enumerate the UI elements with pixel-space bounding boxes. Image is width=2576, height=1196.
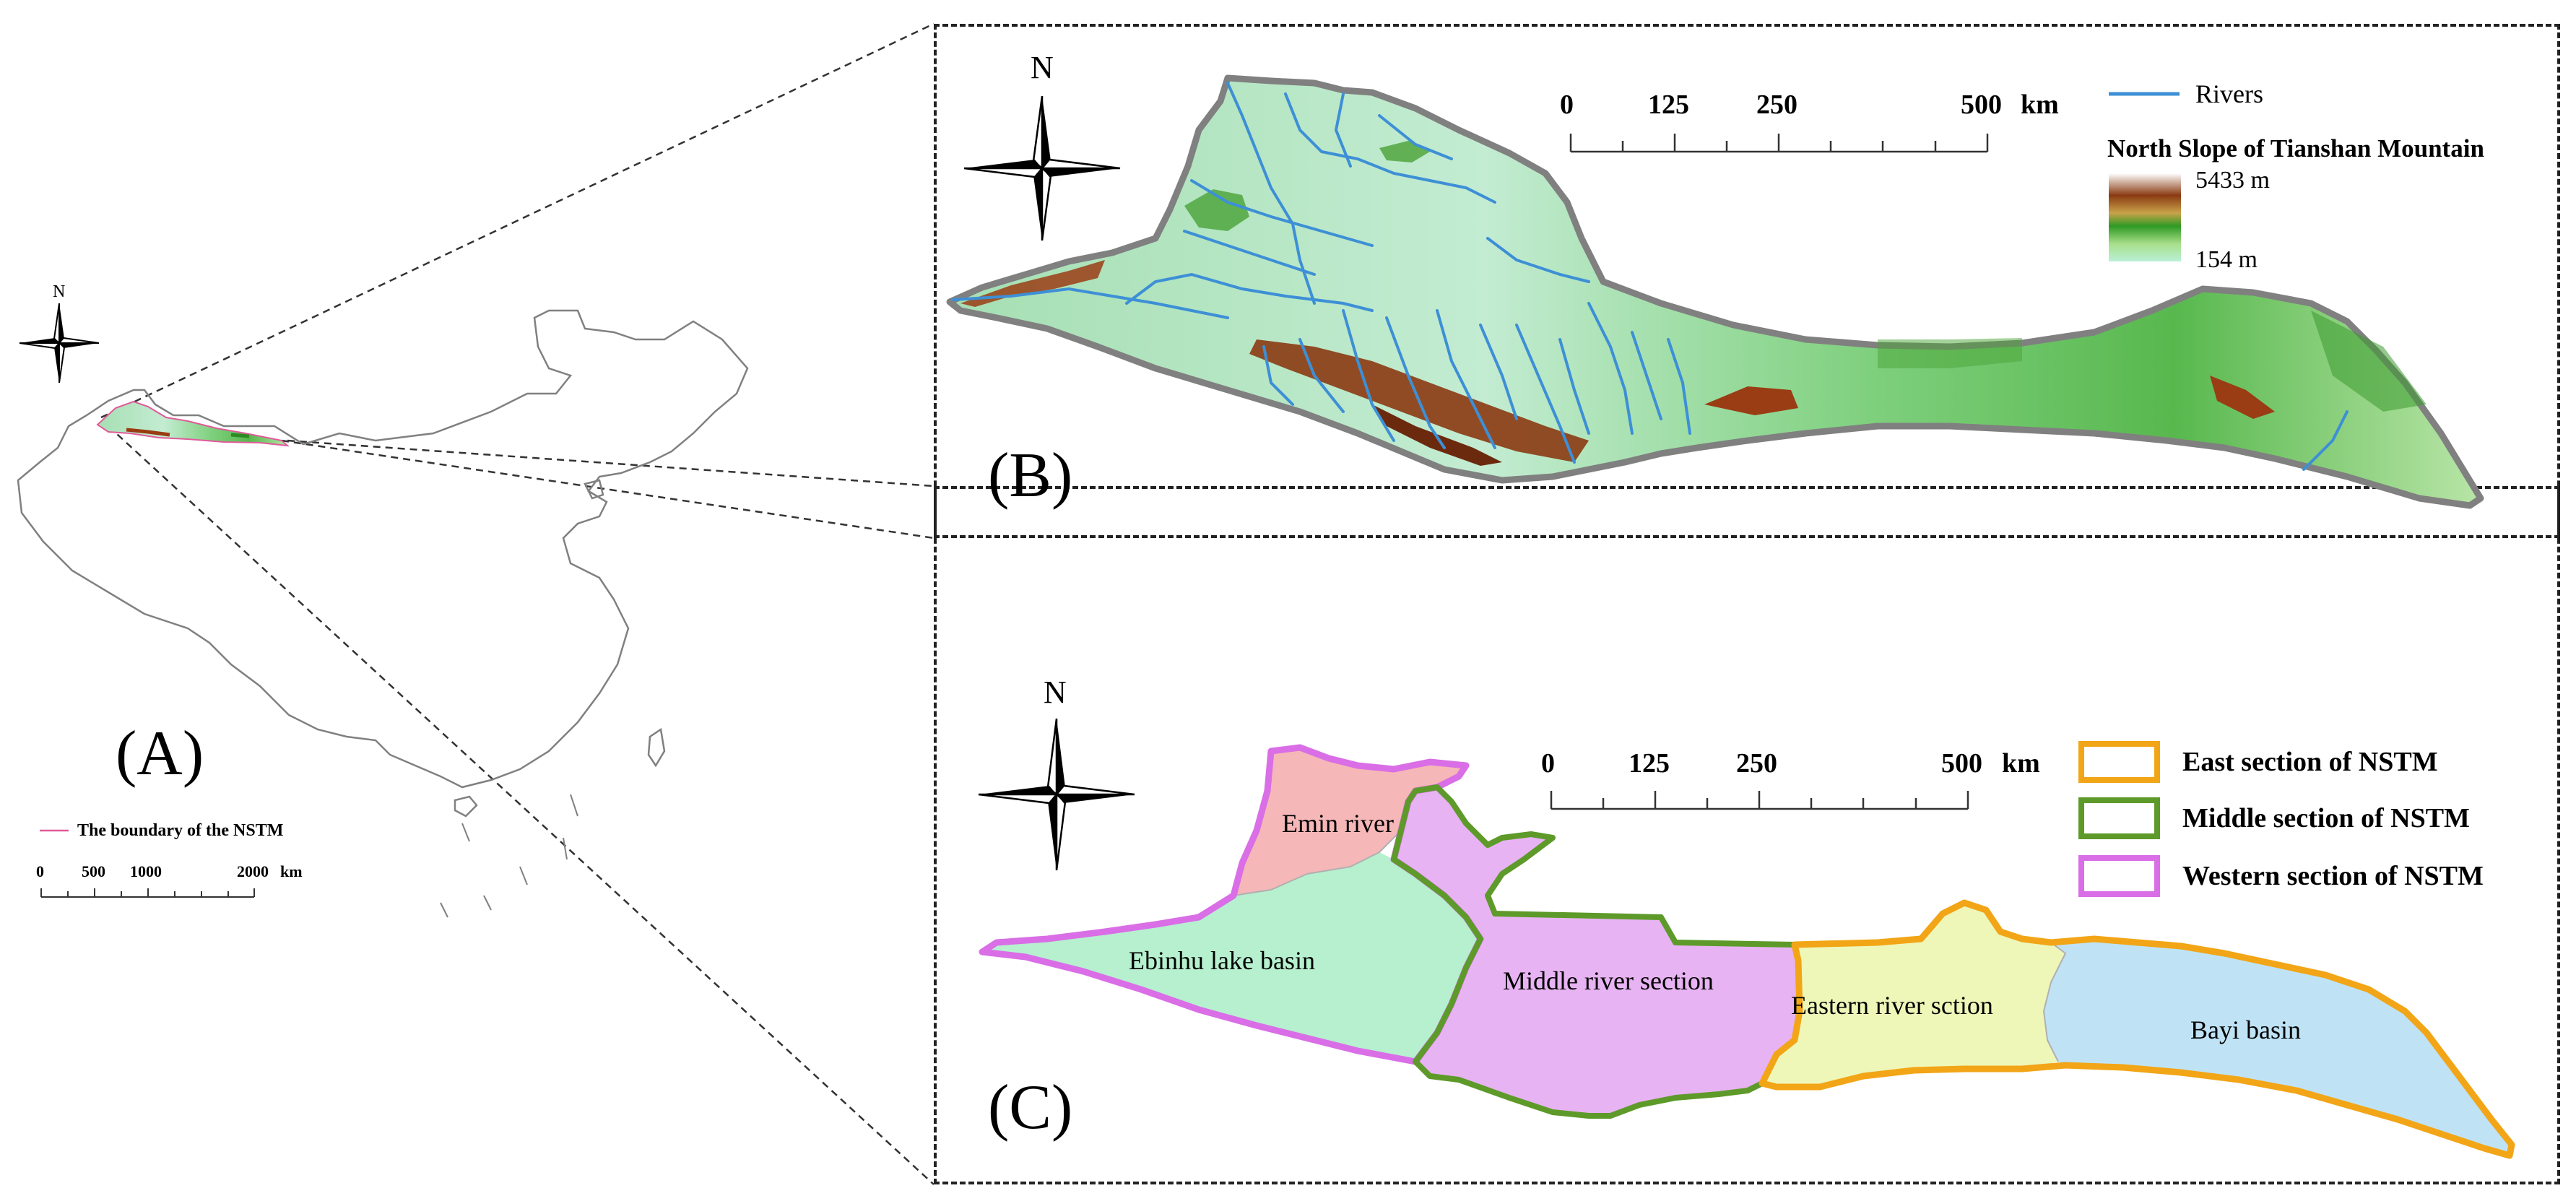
elevation-color-ramp <box>2109 173 2181 261</box>
scale-b-tick-500: 500 <box>1961 90 2002 120</box>
panel-c-frame <box>934 486 2560 1184</box>
scale-b-tick-250: 250 <box>1756 90 1797 120</box>
north-arrow-a <box>19 303 100 384</box>
panel-b-frame <box>934 24 2560 538</box>
region-label-eastern-river-section: Eastern river sction <box>1791 991 1993 1020</box>
scale-b-tick-0: 0 <box>1560 90 1574 120</box>
north-arrow-b <box>963 95 1121 241</box>
panel-b-label: (B) <box>988 441 1073 511</box>
scale-b-tick-125: 125 <box>1648 90 1689 120</box>
connector-lines <box>100 22 934 1185</box>
legend-swatch-east <box>2078 741 2160 783</box>
legend-swatch-middle <box>2078 797 2160 839</box>
panel-c-label: (C) <box>988 1072 1073 1143</box>
scale-a-tick-500: 500 <box>82 862 105 880</box>
scale-c-tick-125: 125 <box>1629 748 1670 779</box>
legend-swatch-western <box>2078 855 2160 897</box>
nstm-boundary-legend-label: The boundary of the NSTM <box>77 821 284 840</box>
scale-a-tick-0: 0 <box>36 862 44 880</box>
legend-label-east: East section of NSTM <box>2182 747 2438 777</box>
sections-map <box>979 744 2515 1159</box>
north-arrow-c <box>978 718 1135 871</box>
legend-label-middle: Middle section of NSTM <box>2182 803 2470 833</box>
scale-c-tick-500: 500 <box>1941 748 1982 779</box>
elevation-high-label: 5433 m <box>2195 167 2270 194</box>
legend-label-western: Western section of NSTM <box>2182 861 2484 891</box>
north-label-c: N <box>1044 675 1067 710</box>
south-china-sea-islands <box>440 794 578 918</box>
rivers-legend-label: Rivers <box>2195 79 2263 108</box>
region-label-ebinhu-lake-basin: Ebinhu lake basin <box>1129 946 1315 975</box>
china-outline <box>17 309 749 818</box>
river-network <box>952 82 2349 471</box>
scale-a-tick-1000: 1000 <box>130 862 162 880</box>
panel-a-label: (A) <box>116 719 204 789</box>
scale-a-tick-2000: 2000 <box>237 862 269 880</box>
scale-bar-b <box>1569 134 1989 153</box>
north-label-a: N <box>53 282 66 301</box>
dem-legend-title: North Slope of Tianshan Mountain <box>2107 134 2484 162</box>
nstm-mini-map <box>96 400 290 447</box>
scale-a-unit: km <box>280 862 303 880</box>
region-label-emin-river: Emin river <box>1282 809 1394 838</box>
scale-bar-a <box>40 888 255 898</box>
scale-c-unit: km <box>2002 748 2040 779</box>
region-label-middle-river-section: Middle river section <box>1503 966 1714 995</box>
elevation-low-label: 154 m <box>2195 246 2258 273</box>
scale-bar-c <box>1550 791 1969 810</box>
scale-c-tick-250: 250 <box>1736 748 1777 779</box>
north-label-b: N <box>1031 50 1054 85</box>
scale-c-tick-0: 0 <box>1541 748 1555 779</box>
scale-b-unit: km <box>2021 90 2059 120</box>
region-label-bayi-basin: Bayi basin <box>2190 1015 2301 1044</box>
